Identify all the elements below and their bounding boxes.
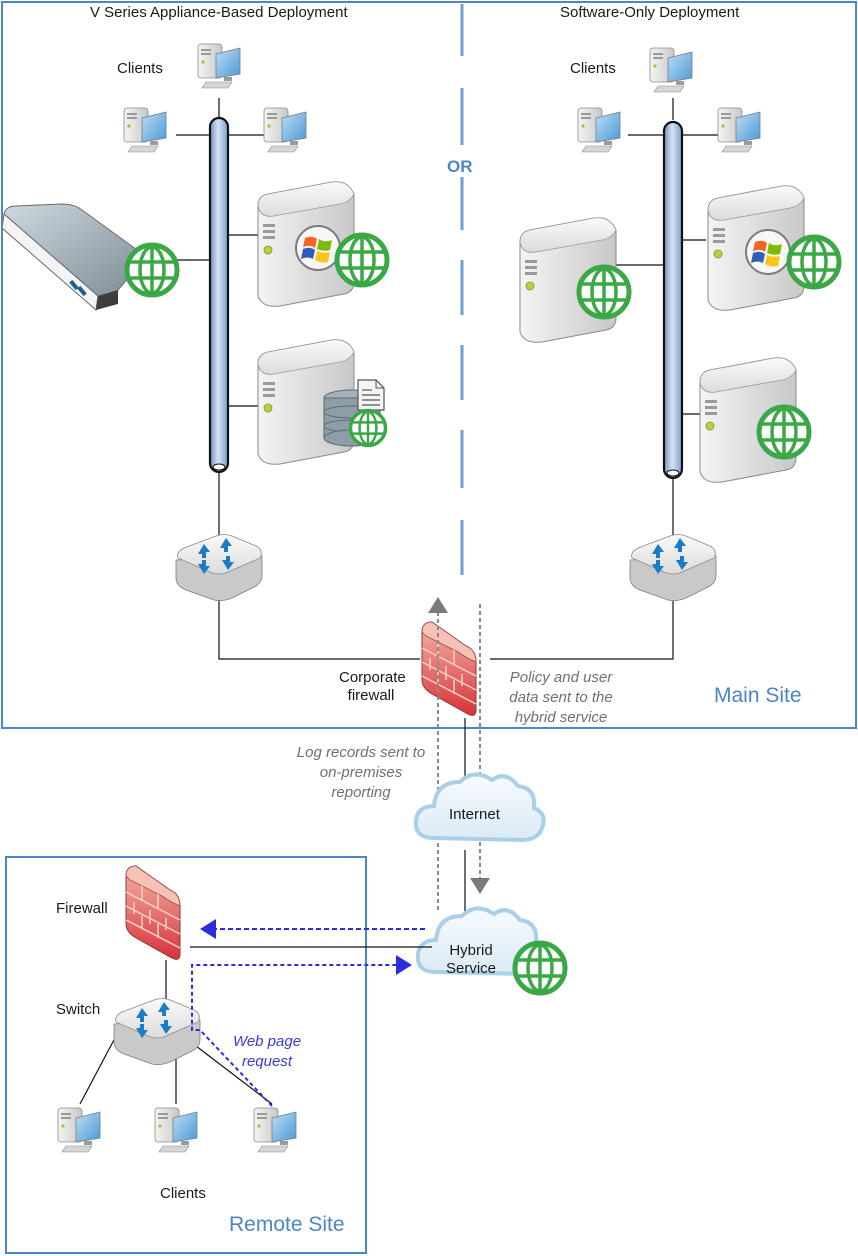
main-site-border — [1, 1, 857, 729]
document-icon — [357, 379, 385, 411]
v-series-appliance-icon — [1, 203, 144, 311]
appliance-network — [1, 43, 420, 660]
backbone-software — [662, 120, 684, 480]
remote-site-label: Remote Site — [229, 1213, 345, 1236]
corporate-firewall-label: Corporate firewall — [339, 669, 406, 704]
firewall-label: Firewall — [56, 900, 108, 917]
client-pc-icon — [123, 107, 167, 153]
client-pc-icon — [154, 1107, 198, 1153]
windows-logo-icon — [745, 229, 791, 275]
client-pc-icon — [649, 47, 693, 93]
remote-site-border — [5, 856, 367, 1254]
client-pc-icon — [263, 107, 307, 153]
internet-label: Internet — [449, 806, 500, 823]
main-site-label: Main Site — [714, 684, 802, 707]
remote-switch-icon — [113, 998, 201, 1066]
globe-icon — [127, 245, 177, 295]
switch-icon — [175, 534, 263, 602]
globe-icon — [579, 267, 629, 317]
policy-data-note: Policy and user data sent to the hybrid … — [509, 669, 613, 726]
software-network — [490, 47, 839, 660]
globe-icon — [337, 235, 387, 285]
log-records-note: Log records sent to on-premises reportin… — [296, 744, 426, 801]
or-label: OR — [447, 157, 473, 176]
globe-icon — [515, 943, 565, 993]
web-page-request-note: Web page request — [232, 1033, 302, 1070]
globe-icon — [789, 237, 839, 287]
clients-label: Clients — [160, 1185, 206, 1202]
client-pc-icon — [57, 1107, 101, 1153]
corporate-firewall-icon — [421, 621, 477, 717]
appliance-deployment-heading: V Series Appliance-Based Deployment — [90, 4, 348, 21]
client-pc-icon — [197, 43, 241, 89]
globe-icon — [759, 407, 809, 457]
client-pc-icon — [577, 107, 621, 153]
remote-network — [57, 865, 432, 1153]
client-pc-icon — [717, 107, 761, 153]
switch-label: Switch — [56, 1001, 101, 1018]
globe-icon — [348, 408, 388, 448]
backbone-appliance — [208, 116, 230, 474]
web-request-flow-arrow — [191, 955, 412, 1107]
client-pc-icon — [253, 1107, 297, 1153]
hybrid-service-label: Hybrid Service — [445, 942, 497, 977]
remote-firewall-icon — [125, 865, 181, 961]
software-deployment-heading: Software-Only Deployment — [560, 4, 740, 21]
clients-label: Clients — [117, 60, 163, 77]
switch-icon — [629, 534, 717, 602]
clients-label: Clients — [570, 60, 616, 77]
windows-logo-icon — [295, 225, 341, 271]
